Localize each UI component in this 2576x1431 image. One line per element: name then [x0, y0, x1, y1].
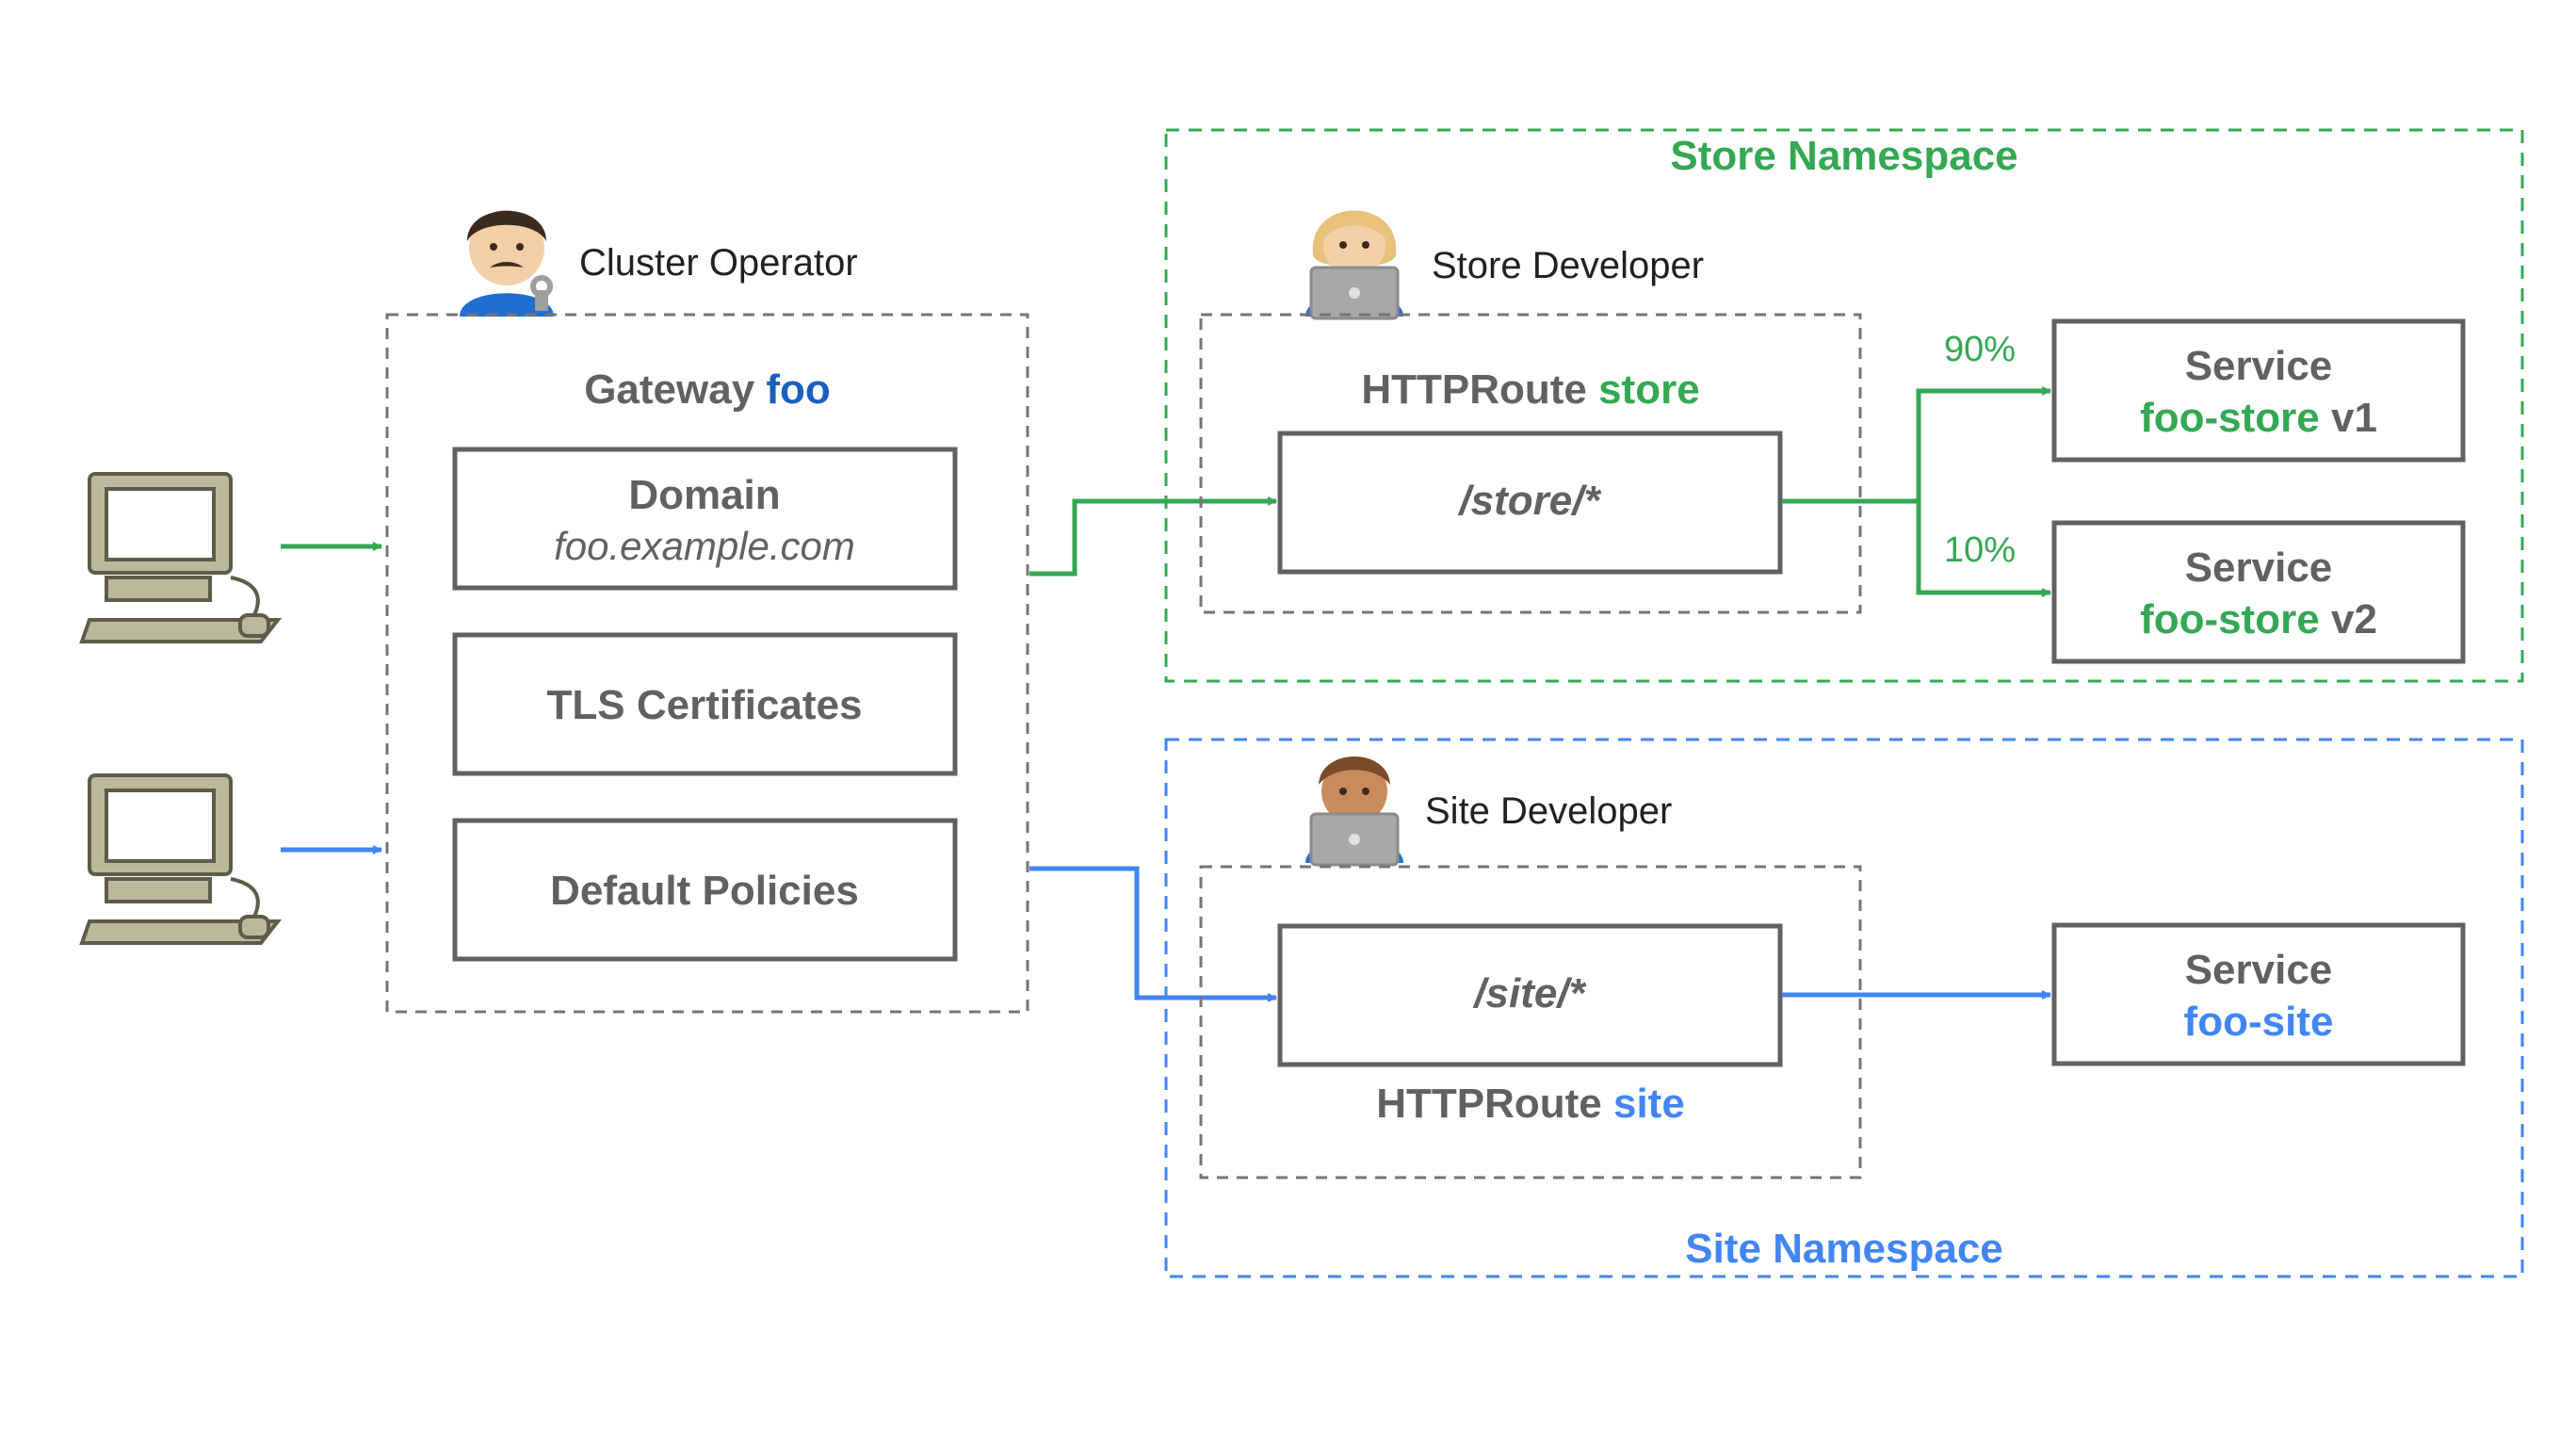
gateway-to-store-route-arrow: [1029, 496, 1277, 577]
store-split-v1-arrow: [1916, 386, 2051, 501]
store-route-rule-box: [1277, 431, 1783, 575]
service-foo-store-v2-box: [2051, 520, 2466, 664]
service-foo-site-name: foo-site: [2184, 999, 2334, 1045]
gateway-title-name: foo: [766, 366, 830, 413]
gateway-to-site-route-arrow: [1029, 866, 1277, 1002]
domain-value: foo.example.com: [554, 524, 855, 568]
site-route-path: /site/*: [1472, 970, 1586, 1016]
gateway-title-prefix: Gateway: [584, 366, 755, 413]
site-route-prefix: HTTPRoute: [1376, 1081, 1602, 1127]
service-foo-store-v1-service: foo-store: [2140, 395, 2320, 441]
site-route-rule-box: [1277, 923, 1783, 1067]
gateway-container: [385, 313, 1029, 1014]
technologist-man-icon: [1305, 756, 1403, 867]
service-foo-site-box: [2051, 922, 2466, 1066]
default-policies-label: Default Policies: [550, 868, 859, 914]
tls-certificates-label: TLS Certificates: [547, 682, 863, 728]
service-foo-store-v2-name: foo-store v2: [2140, 596, 2377, 642]
cluster-operator-avatar: [460, 210, 554, 317]
desktop-computer-icon: [80, 472, 280, 643]
service-foo-store-v1-label: Service: [2185, 343, 2333, 389]
site-namespace-title: Site Namespace: [1685, 1226, 2003, 1272]
service-foo-store-v1-box: [2051, 318, 2466, 463]
service-foo-site-label: Service: [2185, 947, 2333, 993]
domain-label: Domain: [628, 472, 780, 518]
store-route-title: HTTPRoute store: [1361, 366, 1699, 413]
gateway-title: Gateway foo: [584, 366, 831, 413]
store-route-container: [1199, 313, 1862, 614]
tls-certificates-box: [452, 632, 958, 776]
site-namespace-boundary: [1164, 738, 2524, 1278]
client-computer-bottom: [80, 773, 280, 945]
client-computer-top: [80, 472, 280, 643]
store-split-v1-weight: 90%: [1944, 330, 2016, 369]
domain-box: [452, 447, 958, 591]
store-split-v2-arrow: [1916, 501, 2051, 597]
technologist-woman-icon: [1305, 210, 1403, 320]
store-developer-avatar: [1305, 210, 1403, 320]
service-foo-store-v2-version: v2: [2331, 596, 2377, 642]
store-namespace-boundary: [1164, 128, 2524, 683]
desktop-computer-icon: [80, 773, 280, 945]
site-route-container: [1199, 865, 1862, 1179]
service-foo-store-v1-version: v1: [2331, 395, 2377, 441]
service-foo-store-v1-name: foo-store v1: [2140, 395, 2377, 441]
site-developer-avatar: [1305, 756, 1403, 867]
store-developer-label: Store Developer: [1432, 245, 1704, 286]
mechanic-person-icon: [460, 210, 554, 317]
store-route-path: /store/*: [1457, 478, 1601, 524]
site-developer-label: Site Developer: [1425, 790, 1672, 832]
site-route-name: site: [1613, 1081, 1685, 1127]
default-policies-box: [452, 818, 958, 962]
service-foo-store-v2-service: foo-store: [2140, 596, 2320, 642]
store-split-v2-weight: 10%: [1944, 530, 2016, 570]
store-namespace-title: Store Namespace: [1670, 133, 2017, 179]
service-foo-store-v2-label: Service: [2185, 545, 2333, 591]
store-route-name: store: [1598, 366, 1700, 413]
site-route-title: HTTPRoute site: [1376, 1081, 1685, 1127]
cluster-operator-label: Cluster Operator: [579, 242, 858, 284]
store-route-prefix: HTTPRoute: [1361, 366, 1587, 413]
